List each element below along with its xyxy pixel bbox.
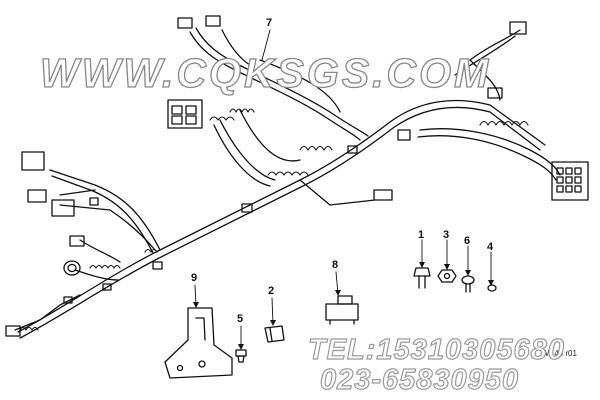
screw-part-5 <box>235 349 247 363</box>
callout-4: 4 <box>487 241 494 253</box>
left-branch <box>49 169 161 254</box>
nut-part-3 <box>437 269 457 283</box>
screw-part-6 <box>461 275 475 293</box>
connector-left-d <box>69 235 85 247</box>
leader-arrows <box>193 262 494 350</box>
twelve-pin-connector <box>551 161 589 201</box>
clamp-part-2 <box>264 325 285 343</box>
connectors <box>5 15 589 337</box>
callout-8: 8 <box>332 259 338 271</box>
callout-5: 5 <box>237 313 243 325</box>
phone-number: 023-65830950 <box>319 363 520 396</box>
callout-6: 6 <box>464 235 470 247</box>
relay-part-8 <box>325 295 359 325</box>
right-branch <box>417 128 561 181</box>
upper-branch <box>189 27 521 141</box>
callout-1: 1 <box>418 229 424 241</box>
harness-clips <box>63 145 358 304</box>
callout-3: 3 <box>443 229 449 241</box>
tel-number: TEL:15310305680 <box>307 333 565 366</box>
bracket-part-9 <box>164 307 233 379</box>
watermark-text: WWW.CQKSGS.COM <box>39 49 492 96</box>
connector-left-a <box>21 151 45 171</box>
bolt-part-1 <box>413 267 431 289</box>
round-sensor <box>63 260 81 276</box>
connector-left-c <box>51 199 75 217</box>
connector-mid-right <box>397 129 411 141</box>
relay-block <box>167 99 203 129</box>
washer-part-4 <box>487 284 497 292</box>
convoluted-sleeves <box>19 108 529 331</box>
connector-right-small <box>487 87 503 99</box>
callout-2: 2 <box>268 285 274 297</box>
connector-left-b <box>27 189 47 203</box>
connector-top-right <box>509 21 527 35</box>
drawing-code: TW.45 r01 <box>540 349 577 358</box>
middle-branch <box>213 109 376 206</box>
connector-bottom-left <box>5 325 21 337</box>
callout-7: 7 <box>266 17 272 29</box>
callout-9: 9 <box>191 272 197 284</box>
inline-sensor <box>373 189 393 201</box>
lower-left-branch <box>14 239 121 331</box>
connector-top-a <box>177 17 193 29</box>
connector-top-b <box>205 15 221 27</box>
main-trunk <box>17 99 546 339</box>
